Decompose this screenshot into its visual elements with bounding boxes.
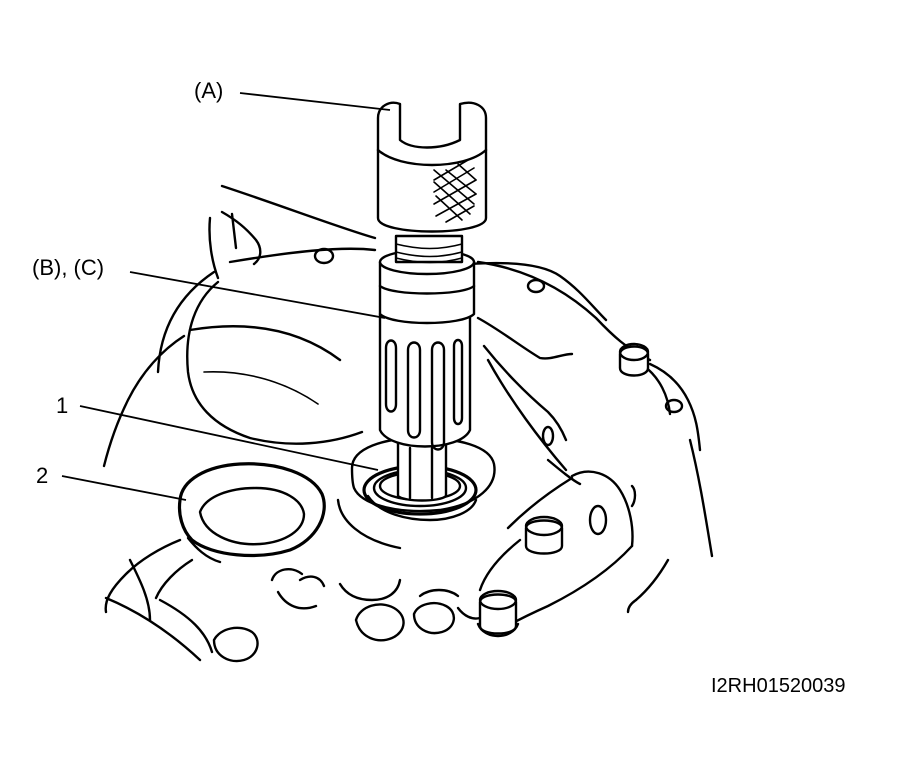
leader-2	[61, 475, 187, 501]
figure-id: I2RH01520039	[711, 675, 846, 697]
label-part-2: 2	[36, 463, 48, 488]
leader-bc	[129, 271, 386, 319]
label-tool-a: (A)	[194, 78, 223, 103]
seal-installer-tool	[378, 234, 476, 502]
label-part-1: 1	[56, 393, 68, 418]
installer-handle-tool-a	[376, 101, 488, 233]
leader-a	[239, 92, 391, 111]
label-tool-bc: (B), (C)	[32, 255, 104, 280]
transmission-case	[102, 184, 714, 663]
leader-lines	[61, 92, 391, 501]
leader-1	[79, 405, 379, 471]
knurl-pattern	[433, 159, 477, 223]
